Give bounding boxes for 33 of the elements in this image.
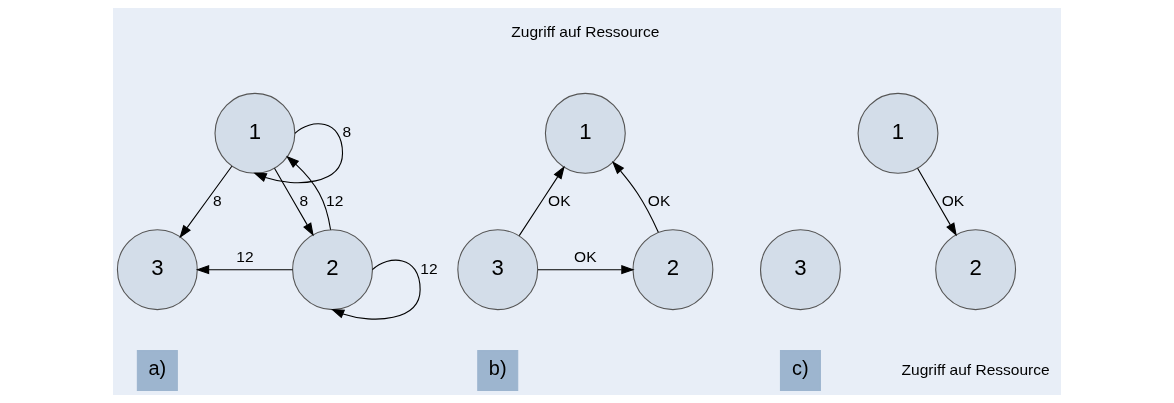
arrow (331, 259, 421, 320)
node-circle: 3 (457, 229, 539, 311)
arrow (917, 167, 957, 237)
node-box: c) (779, 350, 821, 392)
arrow (518, 165, 565, 237)
edge-label: 12 (236, 248, 254, 266)
arrow (286, 155, 332, 231)
edge-label: 8 (342, 123, 352, 141)
edge-label: 8 (212, 191, 222, 209)
edge-label: OK (574, 248, 597, 266)
edge-label: 12 (326, 191, 344, 209)
node-circle: 3 (116, 229, 198, 311)
arrow (195, 265, 294, 275)
arrow (273, 167, 314, 237)
arrow (611, 161, 659, 233)
node-circle: 2 (935, 229, 1017, 311)
node-label: Zugriff auf Ressource (901, 360, 1050, 378)
edge-label: OK (941, 191, 965, 209)
edge-label: OK (647, 191, 671, 209)
edge-label: 12 (420, 259, 438, 277)
node-circle: 2 (292, 229, 373, 311)
node-circle: 2 (632, 229, 714, 311)
arrow (537, 265, 635, 275)
edge-label: OK (548, 191, 571, 209)
node-circle: 1 (857, 92, 939, 174)
node-box: a) (136, 350, 178, 392)
node-box: b) (477, 350, 519, 392)
edge-label: 8 (299, 191, 309, 209)
node-circle: 1 (214, 92, 296, 174)
node-label: Zugriff auf Ressource (511, 22, 660, 40)
node-circle: 3 (759, 229, 841, 311)
arrow (179, 165, 233, 239)
arrow (253, 123, 344, 184)
